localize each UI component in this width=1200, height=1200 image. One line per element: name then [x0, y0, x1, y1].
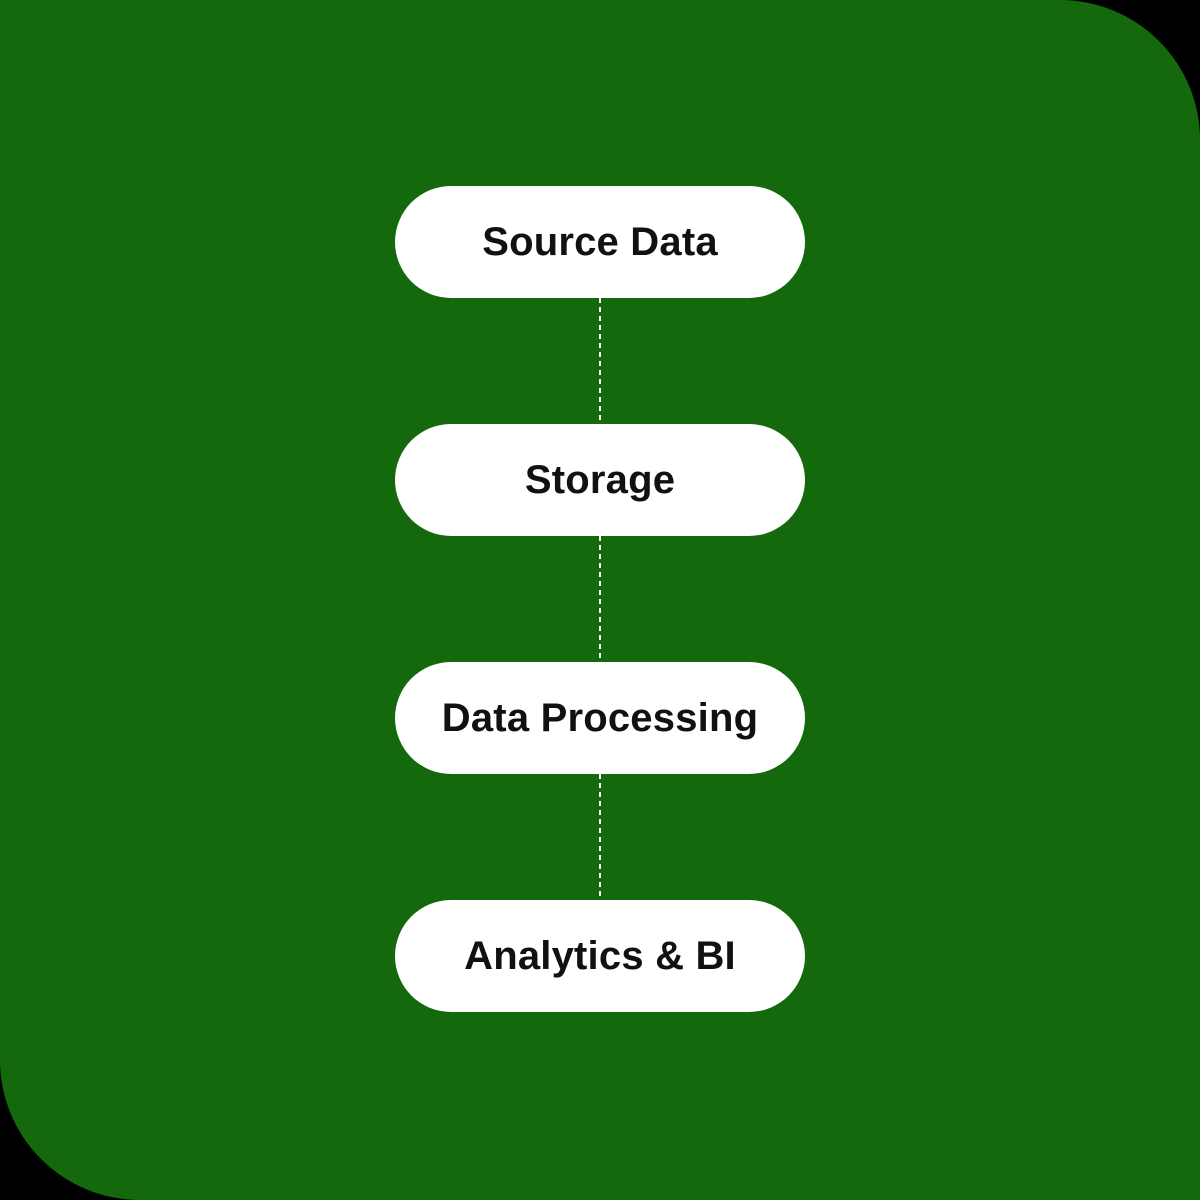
flow-node-label: Data Processing: [441, 695, 759, 740]
dashed-connector-line: [599, 298, 601, 424]
flow-node-label: Source Data: [482, 219, 718, 264]
flow-node-analytics-bi: Analytics & BI: [395, 900, 805, 1012]
flow-node-data-processing: Data Processing: [395, 662, 805, 774]
flow-node-label: Storage: [524, 457, 676, 502]
flow-node-label: Analytics & BI: [464, 933, 736, 978]
dashed-connector-line: [599, 774, 601, 900]
flowchart: Source Data Storage Data Processing Anal…: [395, 186, 805, 1012]
flow-node-source-data: Source Data: [395, 186, 805, 298]
dashed-connector-line: [599, 536, 601, 662]
flow-node-storage: Storage: [395, 424, 805, 536]
